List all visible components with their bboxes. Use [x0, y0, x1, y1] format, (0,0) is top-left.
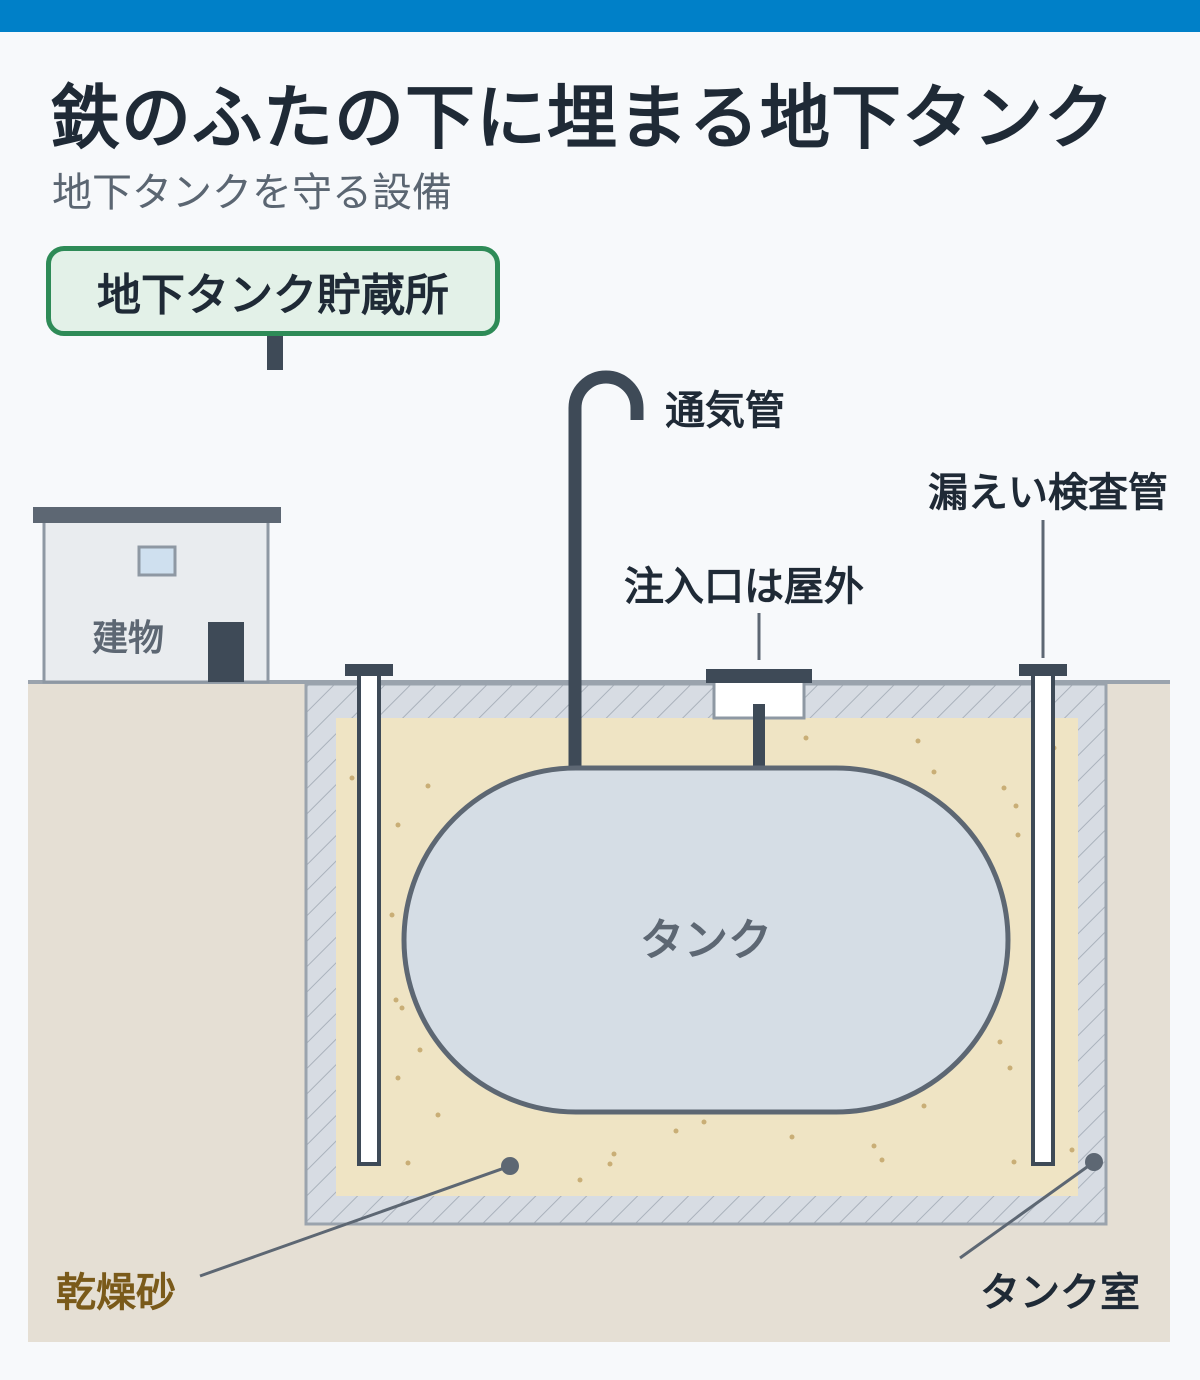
building: 建物 — [33, 507, 281, 684]
top-accent-bar — [0, 0, 1200, 32]
tank — [401, 765, 1011, 1115]
sand-callout-line — [199, 1164, 511, 1278]
vent-pipe — [568, 370, 644, 770]
leak-pipe-right — [1019, 664, 1067, 1166]
building-window — [137, 545, 177, 577]
sign-post — [267, 336, 283, 370]
tank-room-callout-dot — [1085, 1153, 1103, 1171]
building-door — [208, 622, 244, 682]
building-label: 建物 — [92, 618, 164, 659]
tank-room-label: タンク室 — [980, 1270, 1140, 1316]
sand-grains — [349, 735, 1075, 1183]
leak-pipe-left — [345, 664, 393, 1166]
building-roof — [33, 507, 281, 523]
inlet — [706, 669, 812, 772]
tank-label: タンク — [640, 915, 772, 966]
sand-callout-dot — [501, 1157, 519, 1175]
tank-room-callout-line — [959, 1160, 1095, 1260]
leak-pipe-label: 漏えい検査管 — [928, 470, 1168, 516]
facility-sign: 地下タンク貯蔵所 — [46, 246, 500, 336]
page-subtitle: 地下タンクを守る設備 — [52, 170, 452, 216]
vent-pipe-label: 通気管 — [665, 388, 785, 434]
page-title: 鉄のふたの下に埋まる地下タンク — [50, 77, 1115, 159]
inlet-label: 注入口は屋外 — [624, 564, 864, 610]
dry-sand-label: 乾燥砂 — [56, 1270, 176, 1316]
